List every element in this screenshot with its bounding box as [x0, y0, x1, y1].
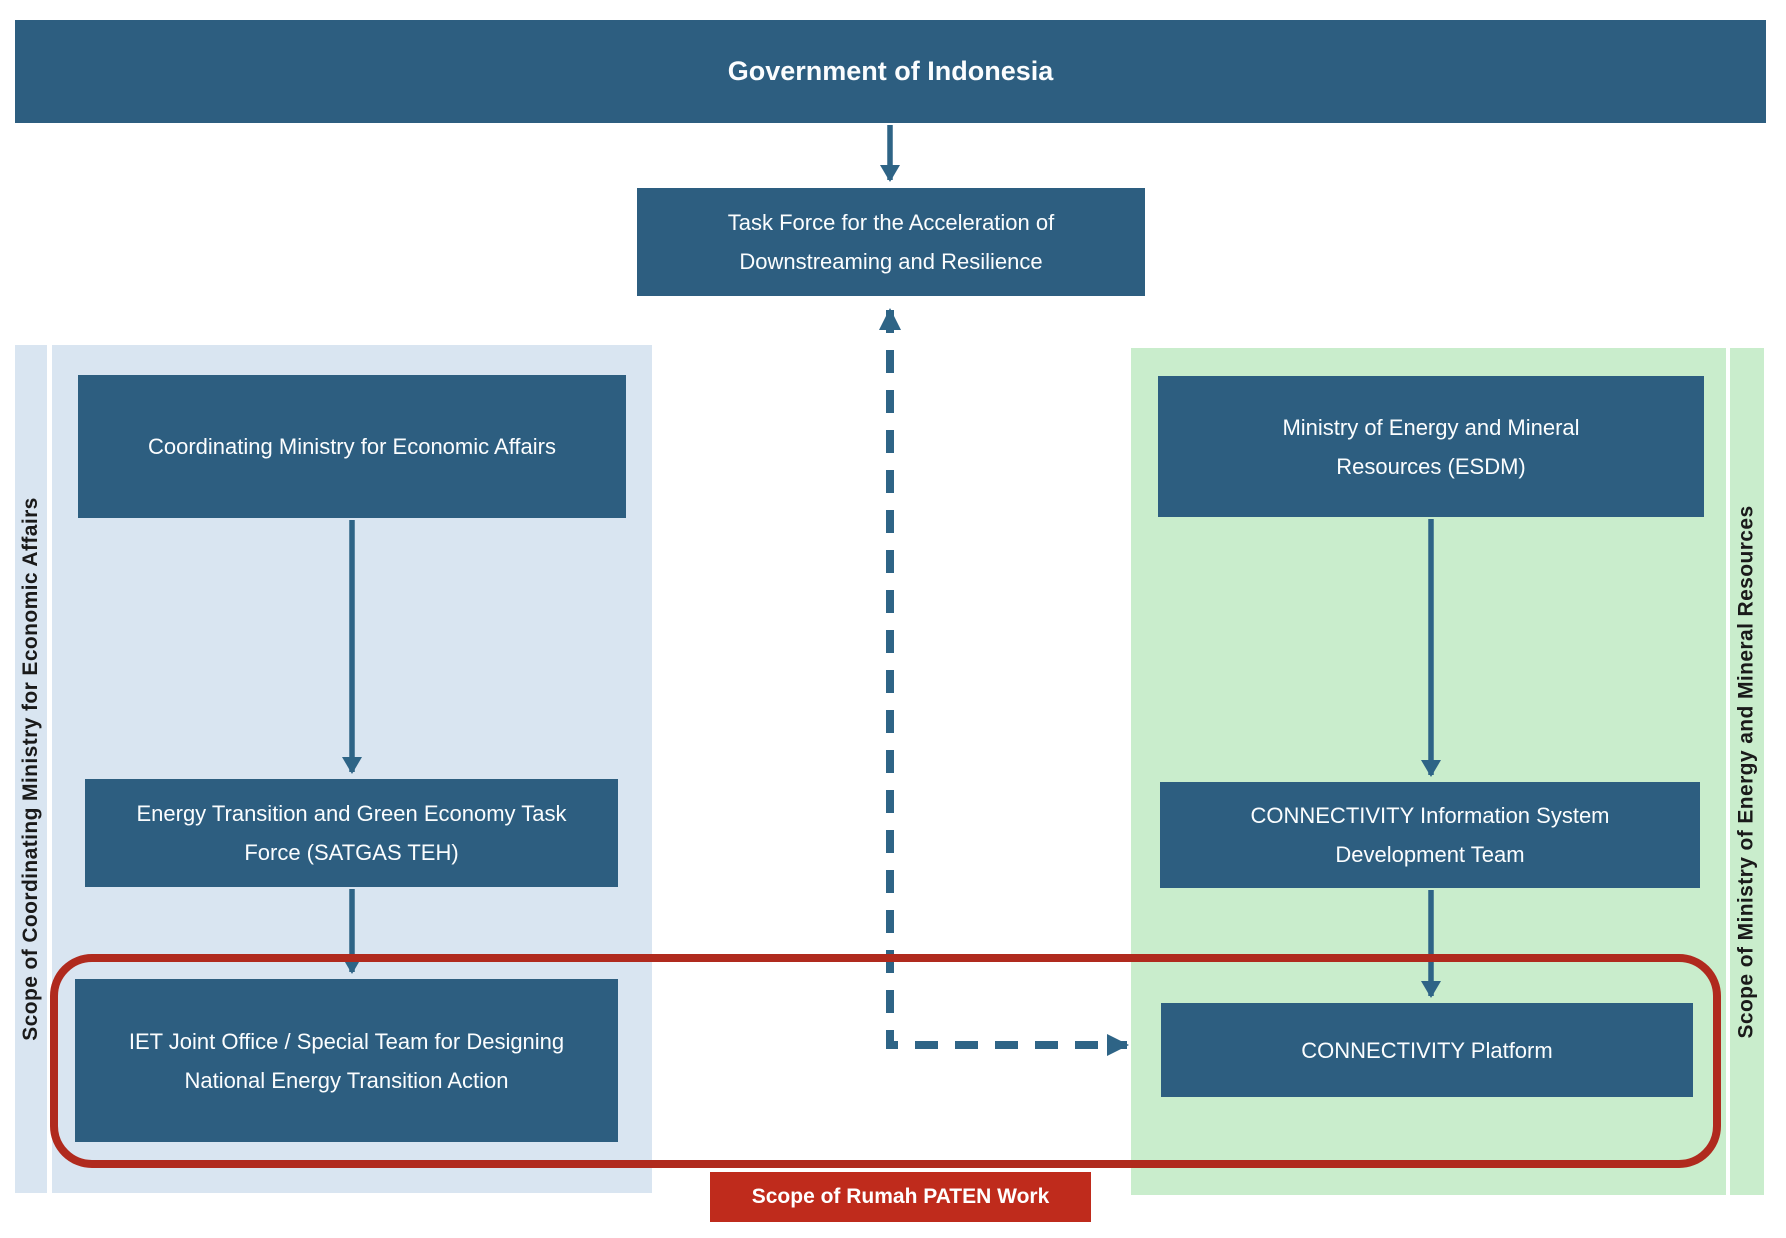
org-box-coordinating-ministry: Coordinating Ministry for Economic Affai… — [78, 375, 626, 518]
right-scope-strip-label: Scope of Ministry of Energy and Mineral … — [1735, 504, 1758, 1039]
org-box-ministry-esdm-label: Ministry of Energy and Mineral Resources… — [1282, 414, 1580, 479]
org-box-coordinating-ministry-label: Coordinating Ministry for Economic Affai… — [148, 434, 556, 459]
left-scope-strip-label: Scope of Coordinating Ministry for Econo… — [19, 497, 42, 1041]
org-box-task-force: Task Force for the Acceleration of Downs… — [637, 188, 1145, 296]
org-box-task-force-label: Task Force for the Acceleration of Downs… — [727, 210, 1055, 274]
org-box-iet-joint-office: IET Joint Office / Special Team for Desi… — [75, 979, 618, 1142]
dashed-arrow-iet-to-taskforce-and-platform — [879, 308, 1129, 1056]
right-scope-strip: Scope of Ministry of Energy and Mineral … — [1730, 348, 1764, 1195]
org-box-iet-joint-office-label: IET Joint Office / Special Team for Desi… — [128, 1028, 565, 1093]
left-scope-strip: Scope of Coordinating Ministry for Econo… — [15, 345, 47, 1193]
org-box-satgas-teh: Energy Transition and Green Economy Task… — [85, 779, 618, 887]
org-box-government: Government of Indonesia — [15, 20, 1766, 123]
org-box-connectivity-dev-team-label: CONNECTIVITY Information System Developm… — [1250, 803, 1610, 867]
org-box-satgas-teh-label: Energy Transition and Green Economy Task… — [136, 801, 567, 865]
org-box-connectivity-platform: CONNECTIVITY Platform — [1161, 1003, 1693, 1097]
org-box-connectivity-platform-label: CONNECTIVITY Platform — [1301, 1037, 1553, 1063]
rumah-paten-scope-label: Scope of Rumah PATEN Work — [710, 1172, 1091, 1222]
org-box-ministry-esdm: Ministry of Energy and Mineral Resources… — [1158, 376, 1704, 517]
org-box-connectivity-dev-team: CONNECTIVITY Information System Developm… — [1160, 782, 1700, 888]
org-box-government-label: Government of Indonesia — [727, 56, 1054, 87]
